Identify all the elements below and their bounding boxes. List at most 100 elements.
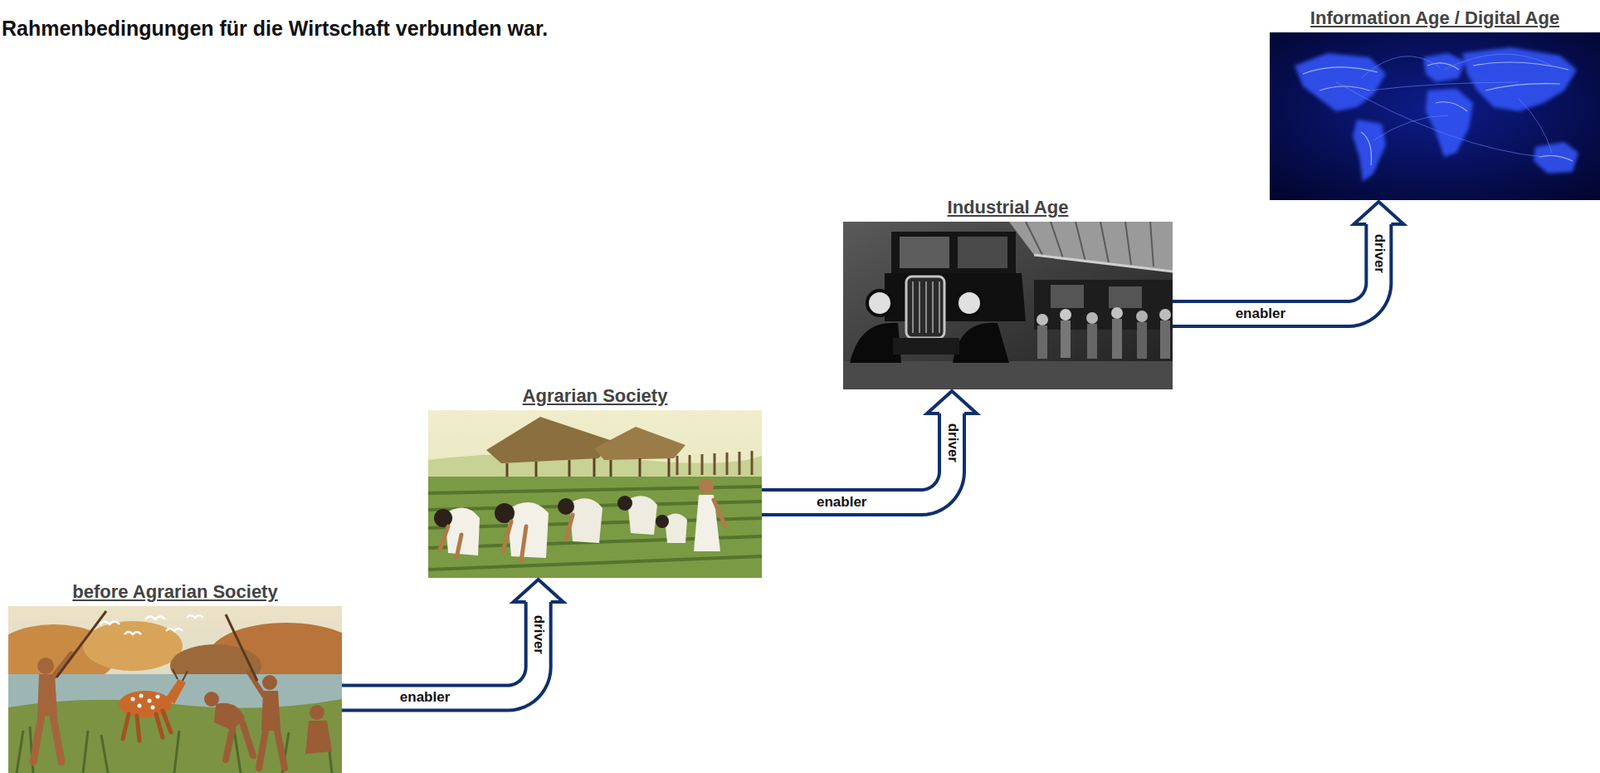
illustration-part bbox=[305, 720, 332, 754]
illustration-part bbox=[594, 426, 686, 460]
illustration-part bbox=[439, 526, 462, 558]
arrow-head-fill bbox=[1353, 201, 1404, 225]
illustration-part bbox=[33, 715, 42, 762]
stage-box: Information Age / Digital Age bbox=[1269, 32, 1600, 200]
block-arrow bbox=[1172, 201, 1404, 314]
illustration-part bbox=[434, 478, 726, 561]
illustration-part bbox=[1111, 307, 1123, 319]
illustration-part bbox=[428, 409, 762, 578]
illustration-part bbox=[655, 514, 669, 528]
illustration-part bbox=[37, 673, 58, 716]
block-arrow bbox=[341, 579, 564, 698]
world-network-map bbox=[1269, 32, 1600, 200]
illustration-part bbox=[1160, 320, 1171, 359]
stage-heading: before Agrarian Society bbox=[72, 580, 278, 602]
illustration-part bbox=[1533, 141, 1579, 174]
illustration-part bbox=[698, 478, 714, 494]
illustration-part bbox=[1036, 313, 1049, 326]
illustration-part bbox=[1352, 119, 1386, 182]
stage-heading: Agrarian Society bbox=[522, 385, 669, 406]
illustration-part bbox=[569, 497, 603, 543]
arrow-head bbox=[926, 390, 977, 414]
illustration-part bbox=[434, 508, 453, 527]
stage-box: before Agrarian Society bbox=[8, 605, 342, 773]
illustration-part bbox=[258, 730, 266, 768]
illustration-part bbox=[952, 322, 1010, 363]
illustration-part bbox=[33, 653, 72, 762]
arrow-head bbox=[1353, 201, 1404, 225]
illustration-part bbox=[16, 726, 332, 773]
illustration-part bbox=[147, 698, 152, 703]
arrow-head-fill bbox=[513, 579, 564, 602]
illustration-part bbox=[428, 476, 762, 578]
illustration-part bbox=[151, 705, 156, 710]
illustration-part bbox=[557, 497, 575, 515]
arrow-inner bbox=[1172, 224, 1379, 314]
illustration-part bbox=[486, 416, 615, 464]
illustration-part bbox=[172, 668, 188, 681]
illustration-part bbox=[610, 458, 669, 477]
illustration-part bbox=[891, 231, 1016, 274]
farming-scene bbox=[428, 409, 762, 578]
illustration-part bbox=[309, 704, 325, 720]
driver-label: driver bbox=[944, 419, 961, 464]
slide-text: Rahmenbedingungen für die Wirtschaft ver… bbox=[1, 15, 548, 41]
illustration-part bbox=[664, 512, 688, 543]
illustration-part bbox=[1108, 286, 1142, 308]
illustration-part bbox=[137, 703, 142, 708]
illustration-part bbox=[507, 458, 595, 479]
illustration-part bbox=[912, 281, 940, 333]
illustration-part bbox=[867, 290, 893, 316]
illustration-part bbox=[118, 668, 188, 741]
stage-box: Industrial Age bbox=[843, 221, 1173, 390]
illustration-part bbox=[1034, 279, 1173, 330]
illustration-part bbox=[1294, 47, 1579, 182]
arrow-outline bbox=[761, 413, 952, 503]
illustration-part bbox=[957, 236, 1008, 269]
illustration-part bbox=[248, 672, 264, 696]
illustration-part bbox=[1112, 318, 1122, 359]
assembly-line-photo bbox=[843, 221, 1173, 390]
illustration-part bbox=[1059, 308, 1072, 321]
hunting-scene bbox=[8, 605, 342, 773]
illustration-part bbox=[502, 521, 527, 561]
illustration-part bbox=[843, 360, 1173, 390]
illustration-part bbox=[262, 674, 278, 690]
edge-label: enabler bbox=[814, 494, 869, 511]
illustration-part bbox=[617, 495, 633, 511]
illustration-part bbox=[1336, 53, 1552, 157]
illustration-part bbox=[99, 614, 204, 635]
illustration-part bbox=[843, 221, 1173, 390]
illustration-part bbox=[1294, 53, 1386, 112]
illustration-part bbox=[1086, 312, 1098, 324]
block-arrow bbox=[761, 390, 977, 503]
illustration-part bbox=[1087, 323, 1098, 359]
illustration-part bbox=[8, 698, 342, 773]
illustration-part bbox=[1423, 53, 1465, 83]
illustration-part bbox=[1159, 308, 1171, 321]
illustration-part bbox=[1336, 53, 1552, 157]
illustration-part bbox=[1136, 310, 1148, 322]
illustration-part bbox=[1034, 254, 1173, 272]
illustration-part bbox=[1037, 325, 1048, 359]
illustration-part bbox=[1050, 284, 1084, 308]
illustration-part bbox=[1025, 221, 1154, 267]
illustration-part bbox=[1060, 320, 1071, 358]
illustration-part bbox=[1425, 88, 1474, 157]
illustration-part bbox=[156, 694, 161, 699]
illustration-part bbox=[131, 697, 136, 702]
illustration-part bbox=[139, 693, 144, 698]
driver-label: driver bbox=[530, 611, 547, 656]
illustration-part bbox=[277, 730, 285, 768]
stage-heading: Information Age / Digital Age bbox=[1310, 7, 1560, 29]
illustration-part bbox=[565, 514, 573, 540]
illustration-part bbox=[122, 710, 171, 741]
edge-label: enabler bbox=[1233, 306, 1288, 322]
illustration-part bbox=[225, 728, 233, 760]
illustration-part bbox=[51, 653, 72, 679]
illustration-part bbox=[204, 672, 332, 768]
